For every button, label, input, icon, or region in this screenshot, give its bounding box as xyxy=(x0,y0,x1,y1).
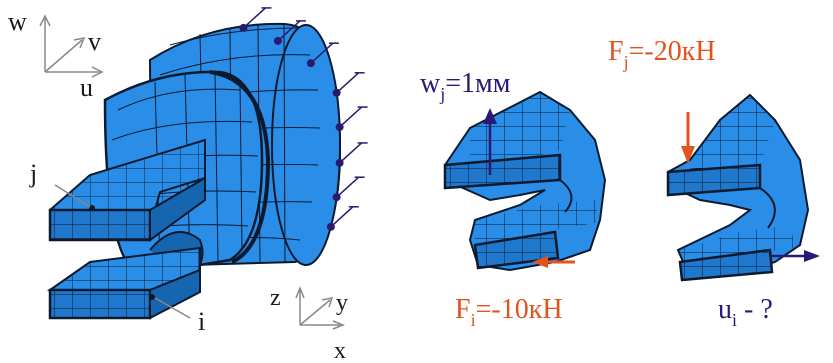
lower-prong-end xyxy=(149,268,201,320)
fi-label-sub: i xyxy=(471,310,476,330)
axis-x-arrowhead xyxy=(332,320,346,330)
support-node xyxy=(335,158,344,167)
leader-j xyxy=(54,184,91,208)
axis-y-line xyxy=(299,299,331,326)
fi-label-main: F xyxy=(455,294,471,325)
axis-w-arrowhead xyxy=(39,14,51,27)
support-symbol xyxy=(306,42,339,68)
fj-label-main: F xyxy=(608,36,624,67)
fork-b-upper-side-mesh xyxy=(668,165,760,195)
fork-b-slot xyxy=(759,187,776,229)
fork-displacement-case xyxy=(443,90,607,272)
fi-label-value: =-10кН xyxy=(476,294,563,325)
force-fi-arrow xyxy=(532,256,575,268)
fixed-supports xyxy=(239,7,368,231)
axis-y-arrowhead xyxy=(321,297,334,308)
support-line xyxy=(339,142,363,164)
fj-label-sub: j xyxy=(623,52,629,72)
ui-label-main: u xyxy=(718,294,732,325)
axes-uvw xyxy=(39,14,104,78)
support-symbol xyxy=(332,176,365,202)
support-symbol xyxy=(273,20,306,45)
w-label-sub: j xyxy=(439,84,445,104)
support-node xyxy=(306,59,315,68)
displacement-arrowhead xyxy=(483,108,497,124)
support-line xyxy=(310,42,334,64)
support-symbol xyxy=(332,72,365,97)
ui-label-value: - ? xyxy=(737,294,773,325)
fork-b-lower-top-mesh xyxy=(678,225,795,265)
upper-prong-mesh xyxy=(50,210,150,240)
support-node xyxy=(273,36,282,45)
fi-label: Fi=-10кН xyxy=(455,294,563,330)
node-j xyxy=(89,205,95,211)
support-node xyxy=(326,222,335,231)
axis-v-line xyxy=(44,39,83,73)
fork-b-lower-side-mesh xyxy=(680,250,772,280)
fork-a-top-mesh xyxy=(470,92,570,160)
force-fi-arrowhead xyxy=(532,256,548,268)
w-label-value: =1мм xyxy=(445,68,511,99)
step-edge xyxy=(209,70,271,264)
axes-xyz xyxy=(295,285,346,330)
support-symbol xyxy=(335,106,368,132)
lower-prong-mesh xyxy=(50,290,150,318)
support-node xyxy=(335,123,344,132)
axis-u-arrowhead xyxy=(91,66,104,78)
upper-prong-top-mesh xyxy=(50,140,205,210)
lower-prong-top-mesh xyxy=(50,248,200,290)
support-line xyxy=(336,72,360,94)
support-node xyxy=(239,23,248,32)
fork-b-top-mesh xyxy=(690,95,775,172)
unknown-ui-arrow xyxy=(772,250,820,262)
support-line xyxy=(339,106,363,128)
support-line xyxy=(330,206,354,228)
support-node xyxy=(332,88,341,97)
main-part xyxy=(46,22,342,320)
axis-z-arrowhead xyxy=(295,285,305,299)
upper-prong-end xyxy=(149,176,206,242)
node-label-j: j xyxy=(29,159,37,188)
support-symbol xyxy=(335,142,368,167)
axis-w-label: w xyxy=(8,7,27,36)
force-fj-arrowhead xyxy=(681,146,695,164)
axis-v-arrowhead xyxy=(73,36,86,49)
ui-label: ui - ? xyxy=(718,294,773,330)
fork-force-case xyxy=(666,93,810,282)
cylinder-end-face xyxy=(271,24,341,266)
support-line xyxy=(242,7,266,29)
leader-i xyxy=(154,297,191,319)
fork-a-slot xyxy=(559,179,573,213)
w-label-main: w xyxy=(420,68,441,99)
axis-u-label: u xyxy=(80,73,93,102)
axis-v-label: v xyxy=(88,27,101,56)
unknown-ui-arrowhead xyxy=(804,250,820,262)
ui-label-sub: i xyxy=(732,310,737,330)
fj-label: Fj=-20кН xyxy=(608,36,716,72)
displacement-arrow xyxy=(483,108,497,175)
node-i xyxy=(149,294,155,300)
fork-a-lower-top-mesh xyxy=(475,200,600,245)
force-fj-arrow xyxy=(681,112,695,164)
axis-x-label: x xyxy=(334,338,346,363)
support-line xyxy=(336,176,360,198)
fj-label-value: =-20кН xyxy=(629,36,716,67)
support-line xyxy=(277,20,301,42)
support-node xyxy=(332,193,341,202)
node-label-i: i xyxy=(198,307,205,336)
axis-y-label: y xyxy=(336,290,348,316)
fork-a-upper-side-mesh xyxy=(445,155,560,188)
w-label: wj=1мм xyxy=(420,68,511,104)
axis-z-label: z xyxy=(270,285,281,311)
fork-a-lower-side-mesh xyxy=(475,232,558,268)
support-symbol xyxy=(239,7,272,32)
support-symbol xyxy=(326,206,359,231)
